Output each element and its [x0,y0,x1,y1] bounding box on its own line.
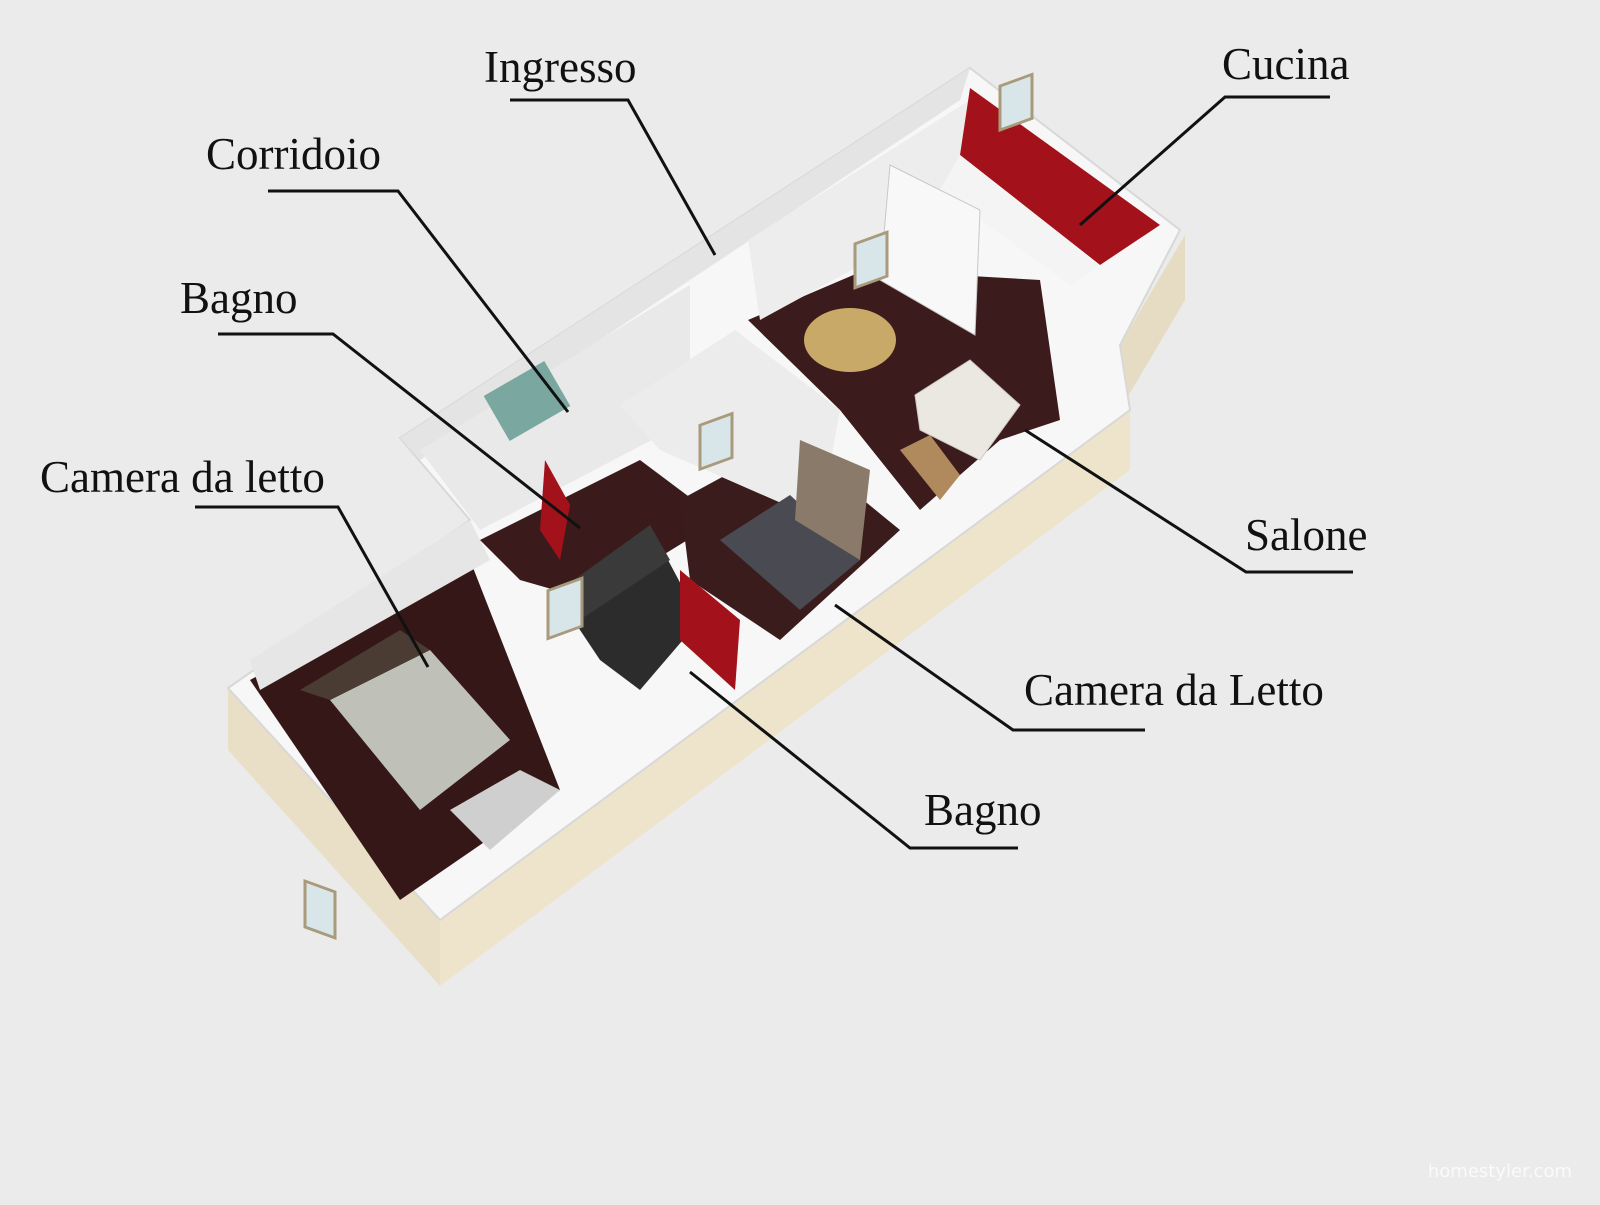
label-camera-da-letto-right: Camera da Letto [1024,665,1324,715]
leader-cucina [1079,95,1330,227]
leader-bagno-top [218,332,581,530]
windows [303,72,1034,940]
wall-bedroom-left-back [250,520,490,690]
leader-ingresso [510,98,717,256]
bed-left-frame [300,630,430,700]
exterior-wall-right [1120,235,1185,410]
desk [900,435,960,500]
leader-camera-right [834,603,1145,732]
floor-corridor [480,460,720,600]
label-ingresso: Ingresso [484,42,637,92]
bed-left [330,650,510,810]
bed-right [720,495,860,610]
label-salone: Salone [1245,510,1368,560]
kitchen-red-wall [960,88,1160,265]
exterior-wall-side [228,688,440,986]
label-bagno-top: Bagno [180,273,298,323]
bath-red-wall-b [680,570,740,690]
exterior-wall-front [440,410,1130,986]
wall-bath-back [560,525,670,620]
label-cucina: Cucina [1222,39,1350,89]
label-camera-da-letto-left: Camera da letto [40,452,325,502]
wall-living-back [748,100,980,320]
leader-bagno-bottom [689,670,1018,850]
rug [450,770,560,850]
watermark: homestyler.com [1427,1161,1572,1182]
label-corridoio: Corridoio [206,129,381,179]
wall-corridor-back [400,68,970,460]
bed-right-headboard [795,440,870,560]
leader-camera-left [195,505,430,668]
label-bagno-bottom: Bagno [924,785,1042,835]
artwork-sea [483,360,571,442]
leader-lines [195,95,1353,850]
kitchen-cabinets [940,155,1100,285]
leader-salone [1024,428,1353,574]
dining-table [804,308,896,372]
leader-corridoio [268,189,570,413]
sofa [914,359,1021,461]
